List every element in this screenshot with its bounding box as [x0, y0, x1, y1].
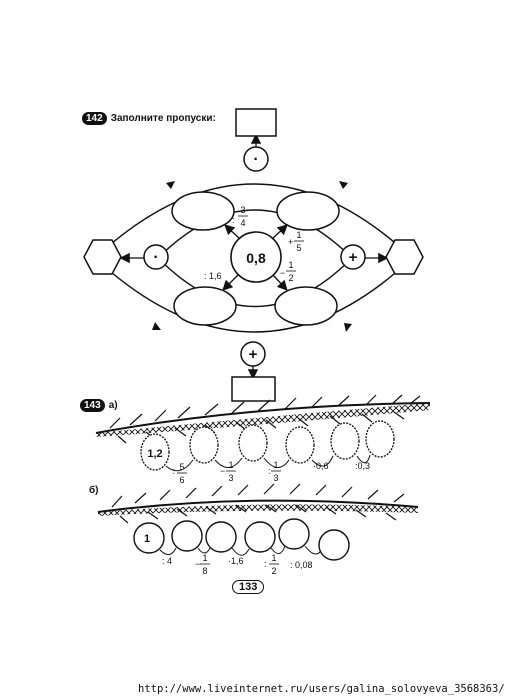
footer-url[interactable]: http://www.liveinternet.ru/users/galina_… [138, 683, 505, 695]
ornament-b-5[interactable] [278, 518, 310, 550]
part-b-label: б) [89, 485, 99, 496]
svg-text:: 4: : 4 [162, 556, 172, 566]
garland-b-start: 1 [144, 533, 150, 545]
center-value: 0,8 [246, 250, 266, 266]
svg-text::0,3: :0,3 [355, 461, 370, 471]
svg-text:3: 3 [240, 205, 245, 215]
svg-text:1: 1 [288, 260, 293, 270]
ornament-b-1 [133, 522, 165, 554]
svg-text:: 0,08: : 0,08 [290, 560, 313, 570]
svg-text:−: − [195, 559, 200, 569]
ornament-b-3[interactable] [205, 521, 237, 553]
svg-text::: : [232, 215, 235, 225]
ornament-b-6[interactable] [318, 529, 350, 561]
garland-b-balls: 1 [133, 518, 350, 561]
op-label-lower-left: : 1,6 [204, 271, 222, 281]
svg-text:1: 1 [296, 230, 301, 240]
outer-arc-bottom [94, 257, 413, 333]
svg-text:2: 2 [288, 273, 293, 283]
garland-b-ops: : 4 − 1 8 ·1,6 : 1 2 : 0,08 [162, 553, 313, 576]
op-circle-right [340, 244, 366, 270]
svg-text:1: 1 [271, 553, 276, 563]
arrowhead [152, 322, 161, 330]
ornament-a-3[interactable] [238, 424, 268, 462]
center-circle [230, 231, 282, 283]
svg-text::: : [264, 559, 267, 569]
op-label-lower-right: − 1 2 [280, 260, 296, 283]
svg-text:6: 6 [179, 475, 184, 485]
answer-box-top[interactable] [235, 108, 277, 137]
ornament-b-4[interactable] [244, 521, 276, 553]
svg-text:1: 1 [202, 553, 207, 563]
part-a-label: а) [108, 400, 118, 411]
garland-a-start: 1,2 [147, 448, 162, 460]
svg-text::: : [268, 466, 271, 476]
svg-text:−: − [220, 466, 225, 476]
answer-oval-upper-left[interactable] [171, 191, 235, 231]
arrow-center-to-ll [222, 274, 239, 291]
arrow-center-to-ur [271, 224, 288, 240]
exercise-143-number: 143 [80, 399, 105, 412]
svg-text::: : [172, 466, 175, 476]
op-top-label: · [253, 151, 258, 168]
answer-hexagon-right[interactable] [385, 239, 424, 275]
ornament-a-6[interactable] [365, 420, 395, 458]
svg-text:4: 4 [240, 218, 245, 228]
arrow-center-to-lr [272, 274, 288, 291]
op-label-upper-right: + 1 5 [288, 230, 304, 253]
exercise-142-diagram: · · + + 0,8 : 3 4 + 1 5 : 1,6 − 1 2 [83, 108, 424, 402]
fir-branch-b [97, 483, 419, 524]
answer-oval-lower-left[interactable] [173, 286, 237, 326]
page-number: 133 [232, 580, 265, 594]
svg-text:1: 1 [273, 460, 278, 470]
inner-arc-bottom [157, 257, 353, 308]
svg-text:5: 5 [179, 462, 184, 472]
svg-text:5: 5 [296, 243, 301, 253]
arrow-center-to-ul [224, 224, 241, 240]
arrowhead [339, 181, 348, 189]
garland-a-ops: : 5 6 − 1 3 : 1 3 ·0,6 :0,3 [172, 460, 370, 485]
svg-text:+: + [288, 237, 293, 247]
exercise-143-garlands: 1,2 : 5 6 − 1 3 : 1 3 ·0,6 :0,3 1 [95, 394, 431, 576]
arrowhead [166, 181, 175, 189]
op-label-upper-left: : 3 4 [232, 205, 248, 228]
op-circle-top [243, 146, 269, 172]
answer-box-bottom[interactable] [231, 376, 276, 402]
inner-arc-top [157, 209, 353, 259]
svg-text:−: − [280, 268, 285, 278]
ornament-a-1 [140, 433, 170, 471]
op-right-label: + [349, 249, 358, 266]
garland-a-balls: 1,2 [140, 420, 395, 472]
svg-text:1: 1 [228, 460, 233, 470]
ornament-a-4[interactable] [285, 426, 315, 464]
svg-text:3: 3 [228, 473, 233, 483]
arrowhead [344, 323, 352, 332]
ornament-a-5[interactable] [330, 422, 360, 460]
ornament-a-2[interactable] [189, 426, 219, 464]
op-left-label: · [153, 249, 158, 266]
svg-text:3: 3 [273, 473, 278, 483]
outer-arc-top [94, 183, 413, 259]
svg-text:2: 2 [271, 566, 276, 576]
fir-branch-a [95, 394, 431, 444]
op-bottom-label: + [249, 346, 258, 363]
answer-hexagon-left[interactable] [83, 239, 122, 275]
svg-text:·0,6: ·0,6 [313, 461, 329, 471]
svg-text:8: 8 [202, 566, 207, 576]
answer-oval-lower-right[interactable] [274, 286, 338, 326]
ornament-b-2[interactable] [171, 520, 203, 552]
op-circle-bottom [240, 341, 266, 367]
op-circle-left [143, 244, 169, 270]
exercise-142-number: 142 [82, 112, 107, 125]
svg-text:·1,6: ·1,6 [228, 556, 244, 566]
exercise-142-instruction: Заполните пропуски: [110, 113, 216, 124]
answer-oval-upper-right[interactable] [276, 191, 340, 231]
